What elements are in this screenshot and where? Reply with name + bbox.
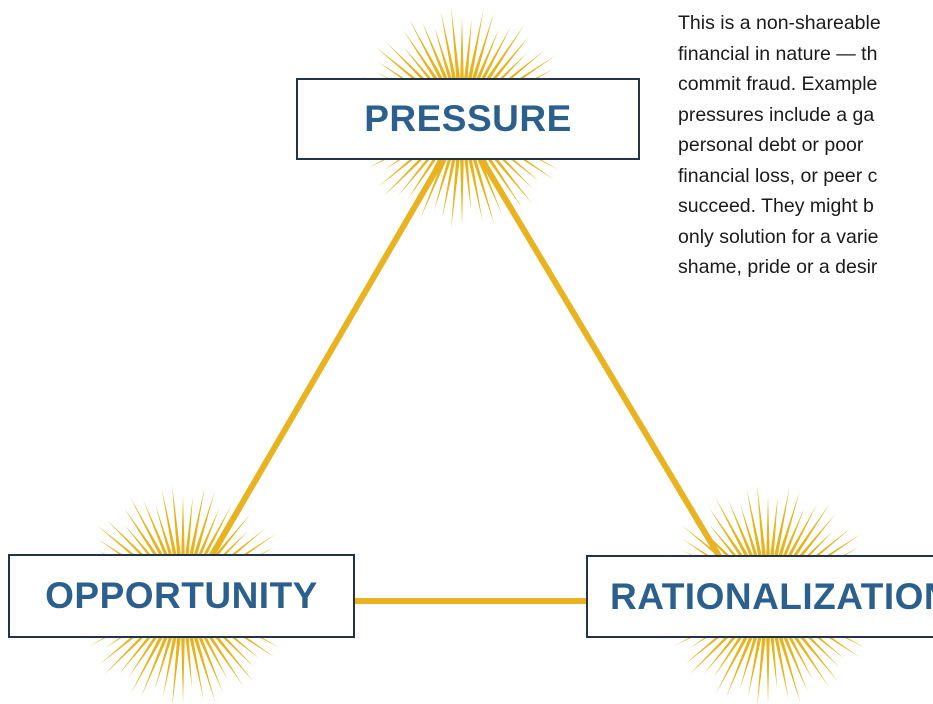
- opportunity-label: OPPORTUNITY: [45, 575, 318, 616]
- edge-pressure-opportunity: [209, 157, 445, 558]
- rationalization-node: RATIONALIZATION: [586, 555, 933, 638]
- edge-pressure-rationalization: [479, 157, 722, 559]
- pressure-label: PRESSURE: [364, 98, 572, 139]
- triangle-connectors: [209, 157, 722, 604]
- pressure-description: This is a non-shareable financial in nat…: [678, 12, 881, 278]
- opportunity-node: OPPORTUNITY: [8, 554, 355, 638]
- rationalization-label: RATIONALIZATION: [610, 575, 933, 617]
- pressure-node: PRESSURE: [296, 78, 640, 160]
